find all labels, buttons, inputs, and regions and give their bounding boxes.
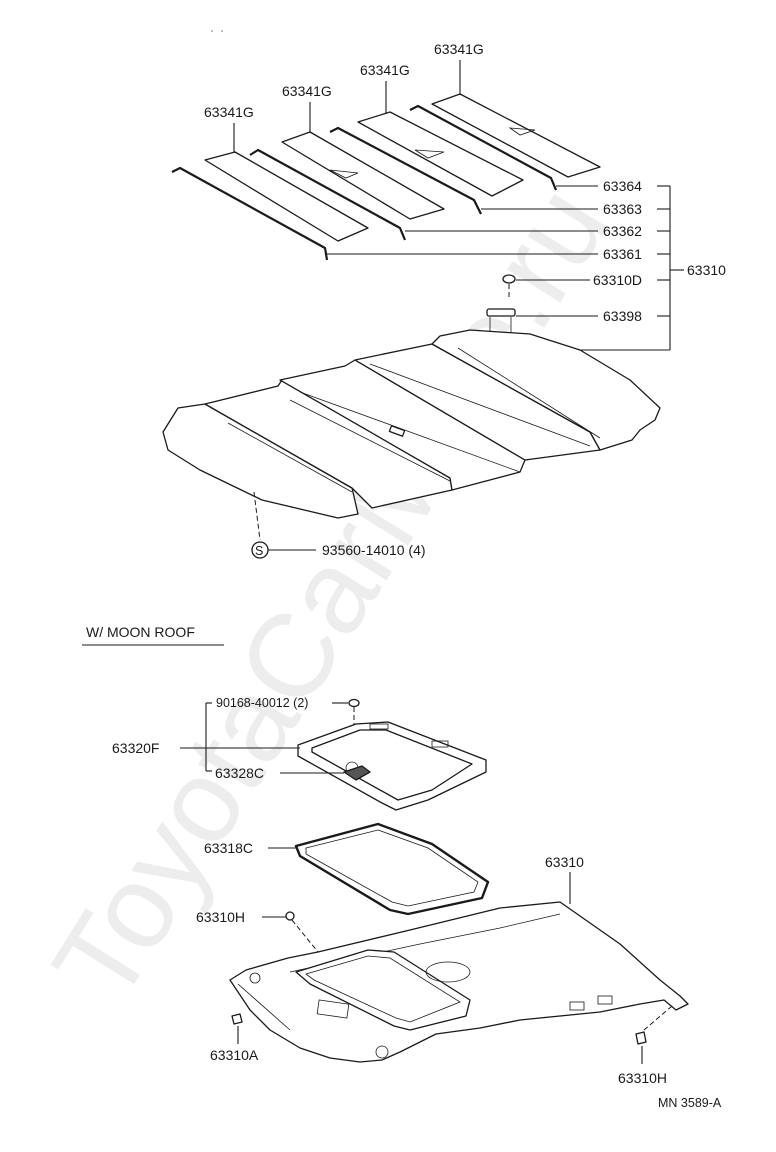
- label-63363: 63363: [603, 201, 642, 217]
- label-93560-14010: 93560-14010 (4): [322, 542, 426, 558]
- label-63310h-right: 63310H: [618, 1070, 667, 1086]
- silencer-pad-4[interactable]: [431, 93, 601, 178]
- label-63318c: 63318C: [204, 840, 253, 856]
- label-63310h-left: 63310H: [196, 909, 245, 925]
- silencer-pad-3[interactable]: [357, 111, 524, 197]
- wire-63364[interactable]: [409, 104, 558, 191]
- label-63361: 63361: [603, 246, 642, 262]
- clip-63310d[interactable]: [502, 274, 516, 300]
- label-90168-40012: 90168-40012 (2): [216, 696, 308, 710]
- label-63310-moon-roof: 63310: [545, 854, 584, 870]
- headlining-panel-3[interactable]: [279, 359, 526, 491]
- watermark-text: ToyotaCarMine.ru: [28, 164, 633, 1024]
- label-63320f: 63320F: [112, 740, 159, 756]
- wire-63362[interactable]: [249, 148, 407, 241]
- knob-63328c[interactable]: [343, 765, 371, 781]
- clip-63310a[interactable]: [231, 1013, 243, 1025]
- headlining-63310-moon-roof[interactable]: [229, 901, 689, 1063]
- label-63362: 63362: [603, 223, 642, 239]
- headlining-panels: [162, 329, 661, 519]
- label-63364: 63364: [603, 178, 642, 194]
- label-63341g-3: 63341G: [360, 62, 410, 78]
- silencer-pad-2[interactable]: [281, 131, 445, 220]
- figure-code: MN 3589-A: [658, 1096, 722, 1110]
- roof-wires: [171, 104, 558, 261]
- wire-63363[interactable]: [329, 126, 482, 215]
- clip-63310h-left[interactable]: [285, 911, 319, 953]
- wire-63361[interactable]: [171, 166, 329, 261]
- silencer-pads: [204, 93, 601, 242]
- label-63341g-4: 63341G: [434, 41, 484, 57]
- garnish-63318c[interactable]: [294, 822, 490, 916]
- screw-symbol-letter: S: [255, 544, 263, 558]
- headlining-rear-panel[interactable]: [431, 329, 661, 451]
- label-63398: 63398: [603, 308, 642, 324]
- label-63341g-2: 63341G: [282, 83, 332, 99]
- label-63328c: 63328C: [215, 765, 264, 781]
- sunshade-63320f[interactable]: [297, 721, 487, 811]
- silencer-pad-1[interactable]: [204, 151, 369, 242]
- headlining-front-panel[interactable]: [162, 403, 359, 519]
- bracket-63398[interactable]: [486, 308, 516, 333]
- label-63310a: 63310A: [210, 1047, 259, 1063]
- label-63310-top: 63310: [687, 262, 726, 278]
- moon-roof-heading: W/ MOON ROOF: [86, 624, 195, 640]
- clip-63310h-right[interactable]: [635, 1005, 673, 1045]
- label-63341g-1: 63341G: [204, 104, 254, 120]
- label-63310d: 63310D: [593, 272, 642, 288]
